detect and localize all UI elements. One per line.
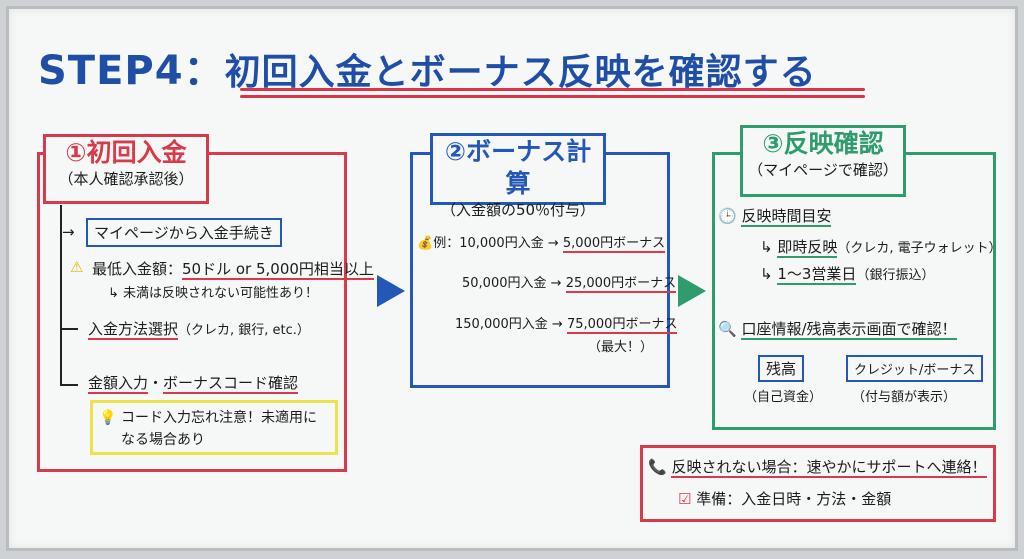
step3-subtitle: （マイページで確認） [748,161,898,179]
page-title: STEP4：初回入金とボーナス反映を確認する [38,48,817,94]
step2-row: 50,000円入金 → 25,000円ボーナス [462,276,677,293]
step2-row: 150,000円入金 → 75,000円ボーナス [455,317,678,334]
max-note: （最大！） [588,340,654,355]
step3-title: ③反映確認 [762,129,884,158]
money-bag-icon: 💰 [417,236,434,251]
title-underline-2 [240,95,865,98]
step2-subtitle: （入金額の50％付与） [440,201,596,219]
magnifier-icon: 🔍 [718,320,737,338]
balance-label: 残高 [758,355,805,382]
arrow-right-icon [678,275,706,307]
lightbulb-icon: 💡 [99,410,117,426]
phone-icon: 📞 [648,458,667,476]
title-underline [240,88,865,91]
step1-subtitle: （本人確認承認後） [58,170,194,188]
min-deposit-note: ↳ 未満は反映されない可能性あり！ [108,286,319,301]
support-panel [640,445,996,522]
tree-branch [60,384,78,386]
arrow-right-icon [377,275,405,307]
step2-title: ②ボーナス計算 [444,137,592,198]
step2-header: ②ボーナス計算 （入金額の50％付与） [430,133,606,219]
step1-header: ①初回入金 （本人確認承認後） [43,134,209,204]
step1-item-mypage: マイページから入金手続き [86,218,282,247]
clock-icon: 🕒 [718,207,737,225]
step3-header: ③反映確認 （マイページで確認） [740,125,906,197]
checkbox-icon: ☑ [678,490,692,508]
step1-item-method: 入金方法選択 [88,320,179,340]
warning-icon: ⚠ [70,258,84,276]
step1-item-amount: 金額入力 [88,374,149,394]
tip-box: 💡コード入力忘れ注意！未適用になる場合あり [90,400,338,455]
step1-item-bonus-code: ボーナスコード確認 [163,374,299,394]
step2-row: 💰例：10,000円入金 → 5,000円ボーナス [417,236,666,253]
step1-title: ①初回入金 [65,138,187,167]
credit-bonus-label: クレジット/ボーナス [846,355,984,382]
tree-branch [60,328,78,330]
min-deposit-label: 最低入金額： [92,260,183,278]
tree-line [60,205,62,385]
min-deposit-value: 50ドル or 5,000円相当以上 [182,260,374,280]
